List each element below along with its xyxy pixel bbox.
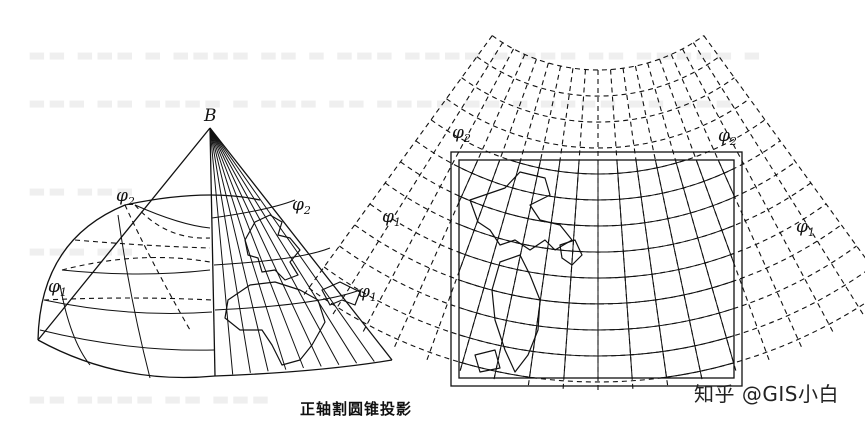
map-phi1-right-label: φ1	[796, 217, 815, 239]
meridian	[493, 160, 542, 378]
cone-generator-line	[209, 127, 269, 372]
parallel-phi1-back	[43, 297, 213, 301]
meridian	[563, 160, 580, 378]
watermark: 知乎 @GIS小白	[694, 382, 839, 406]
dashed-parallel-arc	[308, 287, 865, 383]
cone-arc-phi1	[214, 289, 361, 311]
dashed-parallel-arc	[491, 35, 705, 71]
cone-generator-line	[209, 127, 251, 373]
meridian	[674, 160, 734, 367]
cone-generator-line	[209, 127, 340, 366]
parallel-mid-front	[61, 269, 211, 275]
apex-label: B	[203, 106, 217, 126]
meridian	[695, 160, 734, 266]
meridian	[654, 160, 703, 378]
meridian	[635, 160, 668, 378]
parallel-mid-back	[61, 256, 211, 271]
developed-cone-map: φ2 φ2 φ1 φ1	[303, 35, 865, 390]
cone-generator-line	[209, 127, 234, 375]
meridian	[528, 160, 561, 378]
meridian-1	[59, 284, 91, 366]
parallel-upper-dashed	[74, 239, 211, 249]
parallel-arc	[492, 36, 704, 70]
cone-generator-line	[209, 127, 304, 369]
solid-graticule	[459, 36, 734, 378]
cone-right-edge	[209, 127, 393, 361]
phi1-left-label: φ1	[48, 277, 67, 299]
bleed-through-line-4: ▬▬▬ ▬▬	[28, 240, 136, 262]
map-island-outline	[559, 239, 583, 266]
parallel-low	[39, 329, 215, 351]
dashed-parallel-arc	[339, 245, 857, 331]
bleed-through-line-1: ▬▬ ▬▬▬ ▬ ▬▬▬▬ ▬▬ ▬ ▬▬▬ ▬▬▬▬ ▬ ▬▬▬ ▬▬ ▬▬▬…	[28, 44, 763, 66]
map-phi1-left-label: φ1	[382, 207, 401, 229]
dashed-meridian	[670, 54, 802, 347]
meridian-dashed-1	[124, 204, 191, 331]
map-inner-frame	[458, 159, 735, 379]
bleed-through-line-3: ▬▬ ▬▬▬	[28, 180, 136, 202]
parallel-phi2-front	[134, 204, 211, 229]
dashed-meridian	[332, 42, 504, 315]
meridian	[616, 160, 633, 378]
figure-caption: 正轴割圆锥投影	[300, 400, 413, 418]
cone-figure: B φ2 φ2 φ1 φ1	[37, 106, 393, 379]
dashed-parallel-arc	[476, 56, 720, 97]
meridian	[459, 160, 522, 371]
cone-generator-line	[209, 127, 322, 367]
africa-outline	[224, 281, 326, 366]
meridian-2	[117, 214, 151, 379]
map-outer-frame	[450, 151, 743, 387]
dashed-meridian	[692, 42, 864, 315]
meridian	[459, 160, 501, 274]
globe-left-outline	[37, 194, 261, 341]
phi2-left-label: φ2	[116, 186, 135, 208]
dashed-parallel-arc	[461, 77, 735, 123]
dashed-parallel-arc	[354, 224, 842, 305]
cone-left-edge	[37, 127, 211, 341]
dashed-parallel-arc	[430, 119, 766, 175]
phi2-right-label: φ2	[292, 195, 311, 217]
dashed-meridian	[682, 48, 834, 332]
cone-generator-fan	[209, 127, 375, 375]
dashed-meridian	[362, 48, 514, 332]
cone-arc-mid	[213, 247, 331, 266]
map-south-outline	[474, 349, 501, 373]
dashed-parallel-arc	[446, 98, 750, 149]
cone-generator-line	[209, 127, 287, 370]
bleed-through-line-2: ▬▬▬ ▬▬ ▬▬▬▬ ▬ ▬▬▬ ▬▬ ▬▬▬▬ ▬▬ ▬ ▬▬▬▬ ▬▬ ▬…	[28, 92, 735, 114]
cone-generator-line	[209, 127, 375, 362]
globe-bottom-outline	[37, 339, 393, 379]
phi1-right-label: φ1	[358, 282, 377, 304]
cone-cut-edge	[209, 127, 216, 377]
asia-outline	[321, 281, 361, 306]
europe-outline	[244, 214, 301, 281]
map-phi2-right-label: φ2	[718, 126, 737, 148]
parallel-phi2-back	[134, 204, 211, 239]
cone-arc-phi2	[211, 199, 296, 219]
map-europe-outline	[469, 171, 573, 251]
cone-generator-line	[209, 127, 358, 364]
bleed-through-line-5: ▬▬ ▬▬▬▬ ▬▬ ▬▬▬	[28, 388, 272, 410]
map-africa-outline	[491, 254, 541, 373]
map-phi2-left-label: φ2	[452, 123, 471, 145]
dashed-meridian	[303, 35, 493, 295]
meridian	[459, 160, 479, 204]
